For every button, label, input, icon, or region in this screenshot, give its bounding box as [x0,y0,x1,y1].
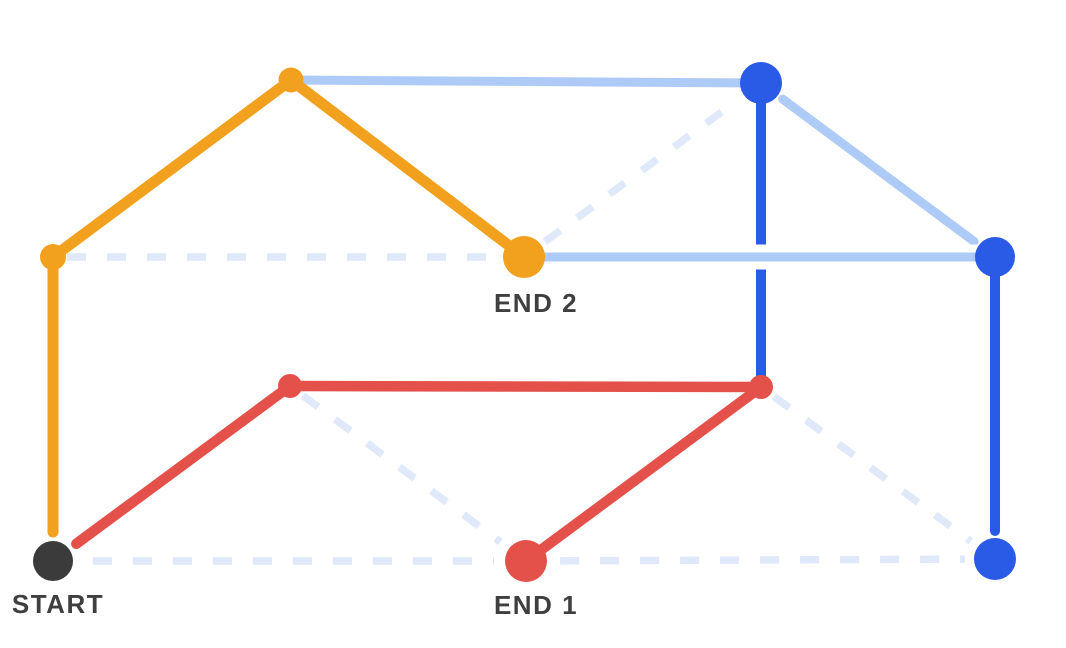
node-blue-top [740,62,782,104]
node-blue-bottom [974,538,1016,580]
node-end1 [505,540,547,582]
edge-light-bluetop-blueright [778,94,979,246]
edge-dash-redleft-end1 [300,392,503,545]
edge-orange-left-apex [47,74,297,263]
node-blue-right [975,237,1015,277]
node-orange-left [40,244,66,270]
start-label: START [11,589,105,619]
edge-red-right-end1 [520,381,767,567]
node-start [33,541,73,581]
edge-red-horizontal [284,380,767,393]
edge-dash-redright-bluebottom [771,393,974,545]
node-end2 [503,236,545,278]
edge-light-apex-bluetop [286,75,766,88]
edge-dash-end1-bluebottom [559,555,966,565]
node-orange-apex [278,67,304,93]
edge-red-start-left [71,380,296,550]
edge-dash-end2-bluetop [542,97,740,245]
end2-label: END 2 [493,288,579,318]
node-red-right [749,375,773,399]
node-red-left [278,374,302,398]
end1-label: END 1 [493,590,579,620]
edge-orange-apex-end2 [285,74,530,263]
